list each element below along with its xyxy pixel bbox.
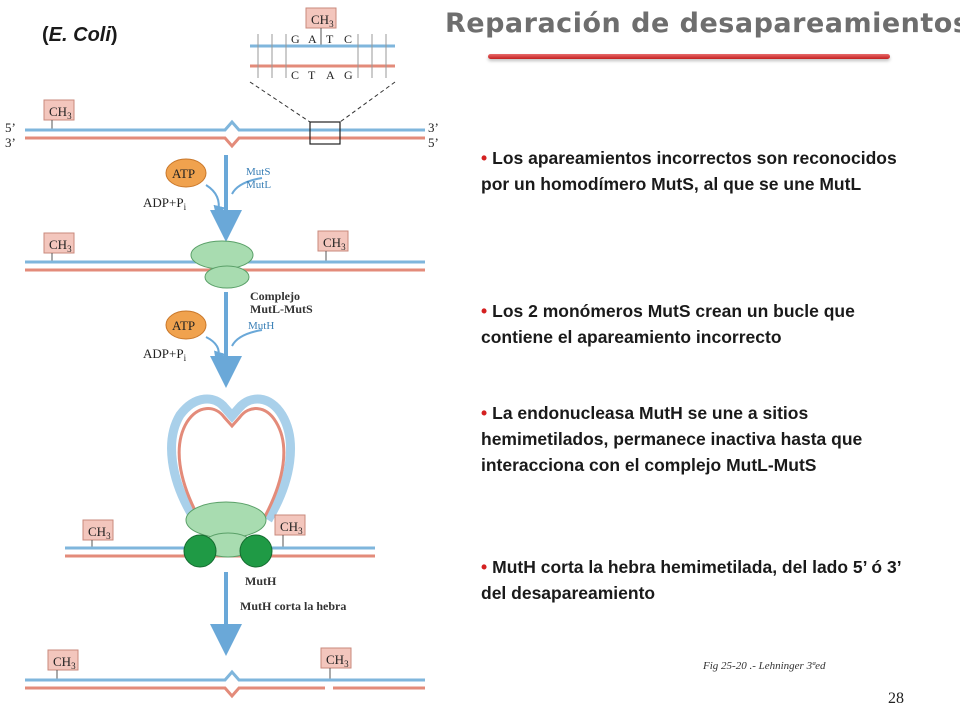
muts-label: MutS [246, 166, 270, 178]
ch3-tag-box [82, 519, 114, 541]
bullet-text: MutH corta la hebra hemimetilada, del la… [481, 557, 901, 603]
bullet-dot: • [481, 148, 488, 168]
atp-label: ATP [172, 318, 195, 333]
mutl-protein [204, 265, 250, 289]
bottom-base-0: C [291, 68, 300, 82]
stage-3-loop: CH3 CH3 [65, 394, 375, 568]
ch3-tag-box [274, 514, 306, 536]
bottom-base-2: A [326, 68, 336, 82]
bullet-item-muth-cut: •MutH corta la hebra hemimetilada, del l… [481, 554, 901, 606]
ch3-label: CH3 [323, 235, 346, 252]
bottom-strand [25, 136, 425, 149]
bullet-item-muth-binding: •La endonucleasa MutH se une a sitios he… [481, 400, 901, 478]
step-1-arrow-group: ATP MutS MutL ADP+Pi [143, 155, 271, 242]
muth-right [239, 534, 273, 568]
stage-4-dna: CH3 CH3 [25, 647, 425, 699]
top-strand [25, 669, 425, 682]
ch3-tag-box [320, 647, 352, 669]
stage-2-dna: CH3 CH3 [25, 230, 425, 289]
top-base-3: C [344, 32, 353, 46]
page-number: 28 [888, 690, 904, 707]
atp-hydrolysis-arrow [205, 336, 226, 364]
muth-entry-arrow [231, 329, 263, 347]
mutl-label: MutL [246, 179, 271, 191]
stage-1-dna: CH3 5’ 3’ 3’ 5’ [5, 99, 439, 150]
base-pair-ticks [257, 34, 387, 78]
organism-name: E. Coli [48, 24, 111, 46]
slide-title: Reparación de desapareamientos [445, 8, 960, 39]
figure-caption: Fig 25-20 .- Lehninger 3ªed [703, 660, 826, 672]
adp-label: ADP+Pi [143, 346, 187, 363]
end-3-left: 3’ [5, 135, 16, 150]
ch3-tag-box [317, 230, 349, 252]
ch3-label: CH3 [88, 524, 111, 541]
bullet-dot: • [481, 557, 488, 577]
end-3-right: 3’ [428, 120, 439, 135]
zoom-guide-right [339, 81, 396, 123]
top-strand [25, 119, 425, 132]
bottom-base-1: T [308, 68, 316, 82]
adp-label: ADP+Pi [143, 195, 187, 212]
muth-left [183, 534, 217, 568]
bullet-dot: • [481, 301, 488, 321]
step-3-arrow-group: MutH MutH corta la hebra [210, 572, 346, 656]
bullet-text: La endonucleasa MutH se une a sitios hem… [481, 403, 863, 475]
atp-icon [165, 310, 207, 340]
bullet-text: Los apareamientos incorrectos son recono… [481, 148, 897, 194]
top-base-1: A [308, 32, 318, 46]
ch3-label: CH3 [326, 652, 349, 669]
end-5-right: 5’ [428, 135, 439, 150]
ch3-tag-box [47, 649, 79, 671]
bullet-item-recognition: •Los apareamientos incorrectos son recon… [481, 145, 901, 197]
bullet-dot: • [481, 403, 488, 423]
ch3-label: CH3 [49, 237, 72, 254]
mismatch-highlight-box [309, 121, 341, 145]
ch3-label: CH3 [280, 519, 303, 536]
step-2-arrow-group: Complejo MutL-MutS ATP MutH ADP+Pi [143, 289, 313, 388]
complex-label-line2: MutL-MutS [250, 302, 313, 316]
ch3-tag-box [43, 99, 75, 121]
organism-paren-close: ) [110, 24, 118, 46]
bullet-text: Los 2 monómeros MutS crean un bucle que … [481, 301, 855, 347]
organism-label: (E. Coli) [42, 24, 118, 47]
dna-loop-inner [177, 407, 286, 521]
muth-cut-label: MutH corta la hebra [240, 599, 346, 613]
end-5-left: 5’ [5, 120, 16, 135]
muth-label: MutH [245, 574, 277, 588]
muts-dimer [190, 240, 254, 270]
dna-loop-outer [167, 394, 295, 523]
ch3-label: CH3 [49, 104, 72, 121]
title-underline [488, 54, 890, 59]
top-base-0: G [291, 32, 301, 46]
ch3-tag-box [43, 232, 75, 254]
bullet-item-loop: •Los 2 monómeros MutS crean un bucle que… [481, 298, 901, 350]
atp-label: ATP [172, 166, 195, 181]
zoom-guide-left [249, 81, 311, 123]
organism-paren-open: ( [42, 24, 49, 46]
ch3-label: CH3 [311, 12, 334, 29]
mutsl-entry-arrow [231, 177, 263, 195]
bottom-base-3: G [344, 68, 354, 82]
gatc-zoom-inset: CH3 G A T C C T A G [249, 7, 396, 123]
atp-icon [165, 158, 207, 188]
top-base-2: T [326, 32, 334, 46]
ch3-label: CH3 [53, 654, 76, 671]
muth-small-label: MutH [248, 320, 274, 332]
atp-hydrolysis-arrow [205, 184, 226, 218]
complex-label-line1: Complejo [250, 289, 300, 303]
bottom-strand-nicked-left [25, 686, 325, 699]
